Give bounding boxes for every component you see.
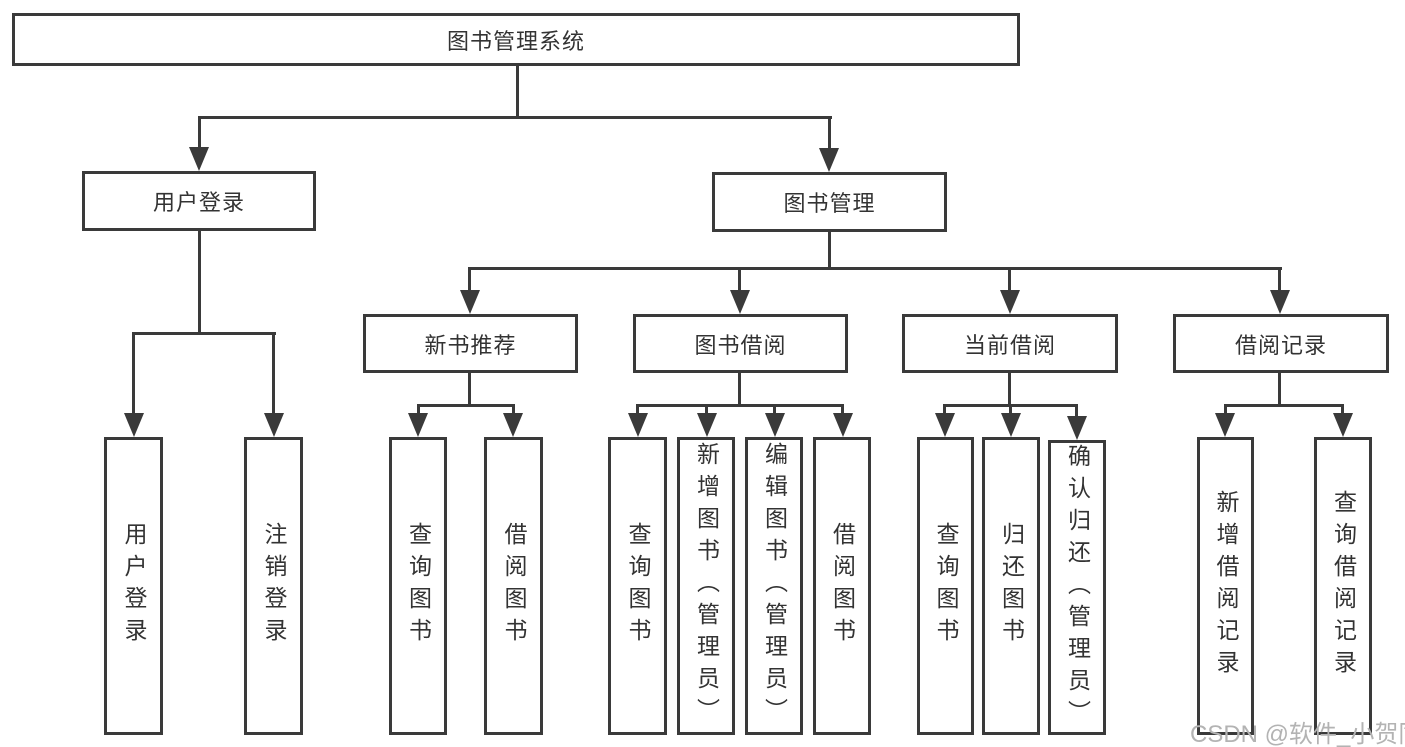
node-leaf-borrow-books-recommend: 借阅图书 bbox=[484, 437, 543, 735]
arrow-user-login-leaf bbox=[124, 413, 144, 437]
connector-stem-edit-books-admin bbox=[773, 404, 776, 416]
connector-stem-query-books-borrow bbox=[636, 404, 639, 416]
connector-book-management-down bbox=[828, 230, 831, 270]
connector-stem-current-borrow bbox=[1008, 267, 1011, 293]
node-book-management-label: 图书管理 bbox=[783, 191, 876, 216]
node-leaf-query-books-current-label: 查询图书 bbox=[933, 522, 959, 650]
arrow-query-books-recommend bbox=[408, 413, 428, 437]
node-leaf-return-books-label: 归还图书 bbox=[998, 522, 1025, 650]
connector-stem-borrow-records bbox=[1278, 267, 1281, 293]
arrow-borrow-books-borrow bbox=[833, 413, 853, 437]
arrow-query-borrow-record bbox=[1333, 413, 1353, 437]
connector-current-borrow-down bbox=[1008, 371, 1011, 407]
node-root-label: 图书管理系统 bbox=[446, 28, 585, 54]
arrow-logout-leaf bbox=[264, 413, 284, 437]
arrow-confirm-return-admin bbox=[1067, 416, 1087, 440]
csdn-watermark: CSDN @软件_小贺同学 bbox=[1190, 721, 1405, 747]
node-leaf-add-borrow-record-label: 新增借阅记录 bbox=[1213, 490, 1239, 682]
arrow-borrow-books-recommend bbox=[503, 413, 523, 437]
arrow-user-login bbox=[189, 147, 209, 171]
arrow-current-borrow bbox=[1000, 290, 1020, 314]
connector-stem-query-borrow-record bbox=[1341, 404, 1344, 416]
arrow-add-books-admin bbox=[697, 413, 717, 437]
node-leaf-edit-books-admin-label: 编辑图书（管理员） bbox=[761, 442, 788, 730]
node-leaf-logout-label: 注销登录 bbox=[261, 522, 287, 650]
node-leaf-user-login-label: 用户登录 bbox=[121, 522, 147, 650]
connector-stem-borrow-books-recommend bbox=[512, 404, 515, 416]
connector-stem-logout-leaf bbox=[272, 332, 275, 415]
node-book-management: 图书管理 bbox=[712, 172, 947, 232]
connector-user-login-horizontal bbox=[132, 332, 276, 335]
connector-user-login-down bbox=[198, 229, 201, 335]
connector-stem-query-books-current bbox=[943, 404, 946, 416]
arrow-edit-books-admin bbox=[765, 413, 785, 437]
connector-level2-horizontal bbox=[198, 116, 832, 119]
node-leaf-borrow-books-recommend-label: 借阅图书 bbox=[501, 522, 527, 650]
connector-stem-add-books-admin bbox=[705, 404, 708, 416]
node-leaf-query-books-recommend: 查询图书 bbox=[389, 437, 447, 735]
node-borrow-records-label: 借阅记录 bbox=[1234, 332, 1327, 358]
node-leaf-query-books-recommend-label: 查询图书 bbox=[405, 522, 432, 650]
arrow-query-books-borrow bbox=[628, 413, 648, 437]
node-current-borrow: 当前借阅 bbox=[902, 314, 1118, 373]
connector-book-borrow-down bbox=[738, 371, 741, 407]
node-new-book-recommend-label: 新书推荐 bbox=[424, 332, 517, 358]
node-leaf-query-books-borrow-label: 查询图书 bbox=[625, 522, 651, 650]
node-leaf-add-books-admin: 新增图书（管理员） bbox=[677, 437, 735, 735]
connector-stem-borrow-books-borrow bbox=[841, 404, 844, 416]
node-leaf-query-books-current: 查询图书 bbox=[917, 437, 974, 735]
arrow-book-borrow bbox=[730, 290, 750, 314]
connector-root-down bbox=[516, 66, 519, 119]
connector-stem-book-borrow bbox=[738, 267, 741, 293]
node-book-borrow: 图书借阅 bbox=[633, 314, 848, 373]
node-root: 图书管理系统 bbox=[12, 13, 1020, 66]
node-leaf-logout: 注销登录 bbox=[244, 437, 303, 735]
node-book-borrow-label: 图书借阅 bbox=[694, 332, 787, 358]
node-leaf-query-borrow-record-label: 查询借阅记录 bbox=[1330, 490, 1357, 682]
connector-stem-return-books bbox=[1009, 404, 1012, 416]
arrow-query-books-current bbox=[935, 413, 955, 437]
connector-borrow-records-down bbox=[1278, 371, 1281, 407]
node-leaf-return-books: 归还图书 bbox=[982, 437, 1040, 735]
node-user-login: 用户登录 bbox=[82, 171, 316, 231]
connector-stem-new-book-recommend bbox=[468, 267, 471, 293]
node-leaf-edit-books-admin: 编辑图书（管理员） bbox=[745, 437, 803, 735]
node-leaf-user-login: 用户登录 bbox=[104, 437, 163, 735]
connector-new-book-recommend-down bbox=[468, 371, 471, 407]
connector-records-horizontal bbox=[1224, 404, 1344, 407]
node-leaf-confirm-return-admin: 确认归还（管理员） bbox=[1048, 440, 1106, 735]
node-leaf-query-borrow-record: 查询借阅记录 bbox=[1314, 437, 1372, 735]
node-current-borrow-label: 当前借阅 bbox=[963, 332, 1056, 358]
connector-stem-confirm-return-admin bbox=[1075, 404, 1078, 418]
connector-stem-query-books-recommend bbox=[417, 404, 420, 416]
node-new-book-recommend: 新书推荐 bbox=[363, 314, 578, 373]
arrow-return-books bbox=[1001, 413, 1021, 437]
connector-level3-horizontal bbox=[468, 267, 1282, 270]
arrow-new-book-recommend bbox=[460, 290, 480, 314]
node-user-login-label: 用户登录 bbox=[152, 190, 245, 215]
connector-stem-book-management bbox=[828, 116, 831, 150]
connector-stem-add-borrow-record bbox=[1224, 404, 1227, 416]
connector-stem-user-login-leaf bbox=[132, 332, 135, 415]
connector-recommend-horizontal bbox=[417, 404, 515, 407]
arrow-book-management bbox=[819, 148, 839, 172]
node-leaf-borrow-books-borrow: 借阅图书 bbox=[813, 437, 871, 735]
node-leaf-add-books-admin-label: 新增图书（管理员） bbox=[693, 442, 720, 730]
node-leaf-add-borrow-record: 新增借阅记录 bbox=[1197, 437, 1254, 735]
connector-stem-user-login bbox=[198, 116, 201, 150]
arrow-add-borrow-record bbox=[1215, 413, 1235, 437]
node-leaf-query-books-borrow: 查询图书 bbox=[608, 437, 667, 735]
arrow-borrow-records bbox=[1270, 290, 1290, 314]
node-leaf-confirm-return-admin-label: 确认归还（管理员） bbox=[1064, 443, 1091, 732]
node-borrow-records: 借阅记录 bbox=[1173, 314, 1389, 373]
connector-borrow-horizontal bbox=[636, 404, 844, 407]
node-leaf-borrow-books-borrow-label: 借阅图书 bbox=[829, 522, 856, 650]
